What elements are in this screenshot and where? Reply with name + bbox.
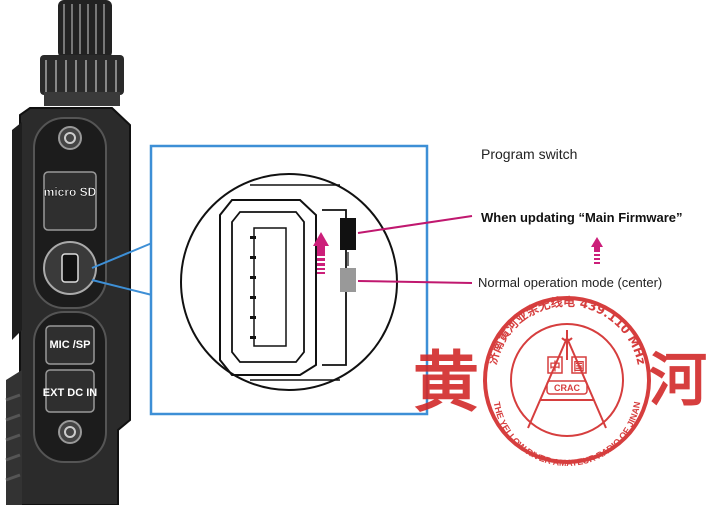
watermark-char-left: 黄 (413, 343, 479, 421)
seal-inner-ring (510, 323, 624, 437)
update-position-label: When updating “Main Firmware” (481, 210, 683, 225)
seal-bottom-text: THE YELLOW RIVER AMATEUR RADIO OF JINAN (492, 401, 643, 468)
update-pointer-line (357, 215, 473, 234)
watermark-stamp: 黄 河 济南黄河业余无线电 439.110 MHz THE YELLOW RIV… (413, 294, 707, 468)
micsp-label: MIC /SP (50, 339, 91, 351)
antenna-icon (527, 330, 607, 429)
seal-outer-ring (483, 296, 651, 464)
usb-connector-outline (219, 199, 317, 376)
mic-sp-jack (45, 325, 95, 365)
program-switch-center-position (340, 268, 356, 292)
extdc-label: EXT DC IN (43, 387, 97, 399)
callout-leader-bottom (91, 279, 153, 296)
watermark-char-right: 河 (649, 346, 707, 414)
seal-inner-crac: CRAC (554, 383, 580, 393)
seal-inner-zhong: 中 (550, 359, 561, 373)
usb-port-icon (61, 253, 79, 283)
callout-leader-top (91, 242, 153, 269)
normal-pointer-line (357, 280, 473, 284)
screw-icon (58, 420, 82, 444)
small-arrow-up-icon (591, 237, 603, 264)
program-switch-update-position (340, 218, 356, 250)
radio-body (5, 0, 131, 505)
normal-position-label: Normal operation mode (center) (478, 275, 663, 290)
seal-inner-guo: 国 (574, 360, 585, 373)
ext-dc-jack (45, 369, 95, 413)
diagram-title: Program switch (481, 146, 578, 162)
microsd-cover (43, 171, 97, 231)
screw-icon (58, 126, 82, 150)
microsd-label: micro SD (44, 185, 97, 199)
arrow-up-icon (313, 232, 329, 274)
